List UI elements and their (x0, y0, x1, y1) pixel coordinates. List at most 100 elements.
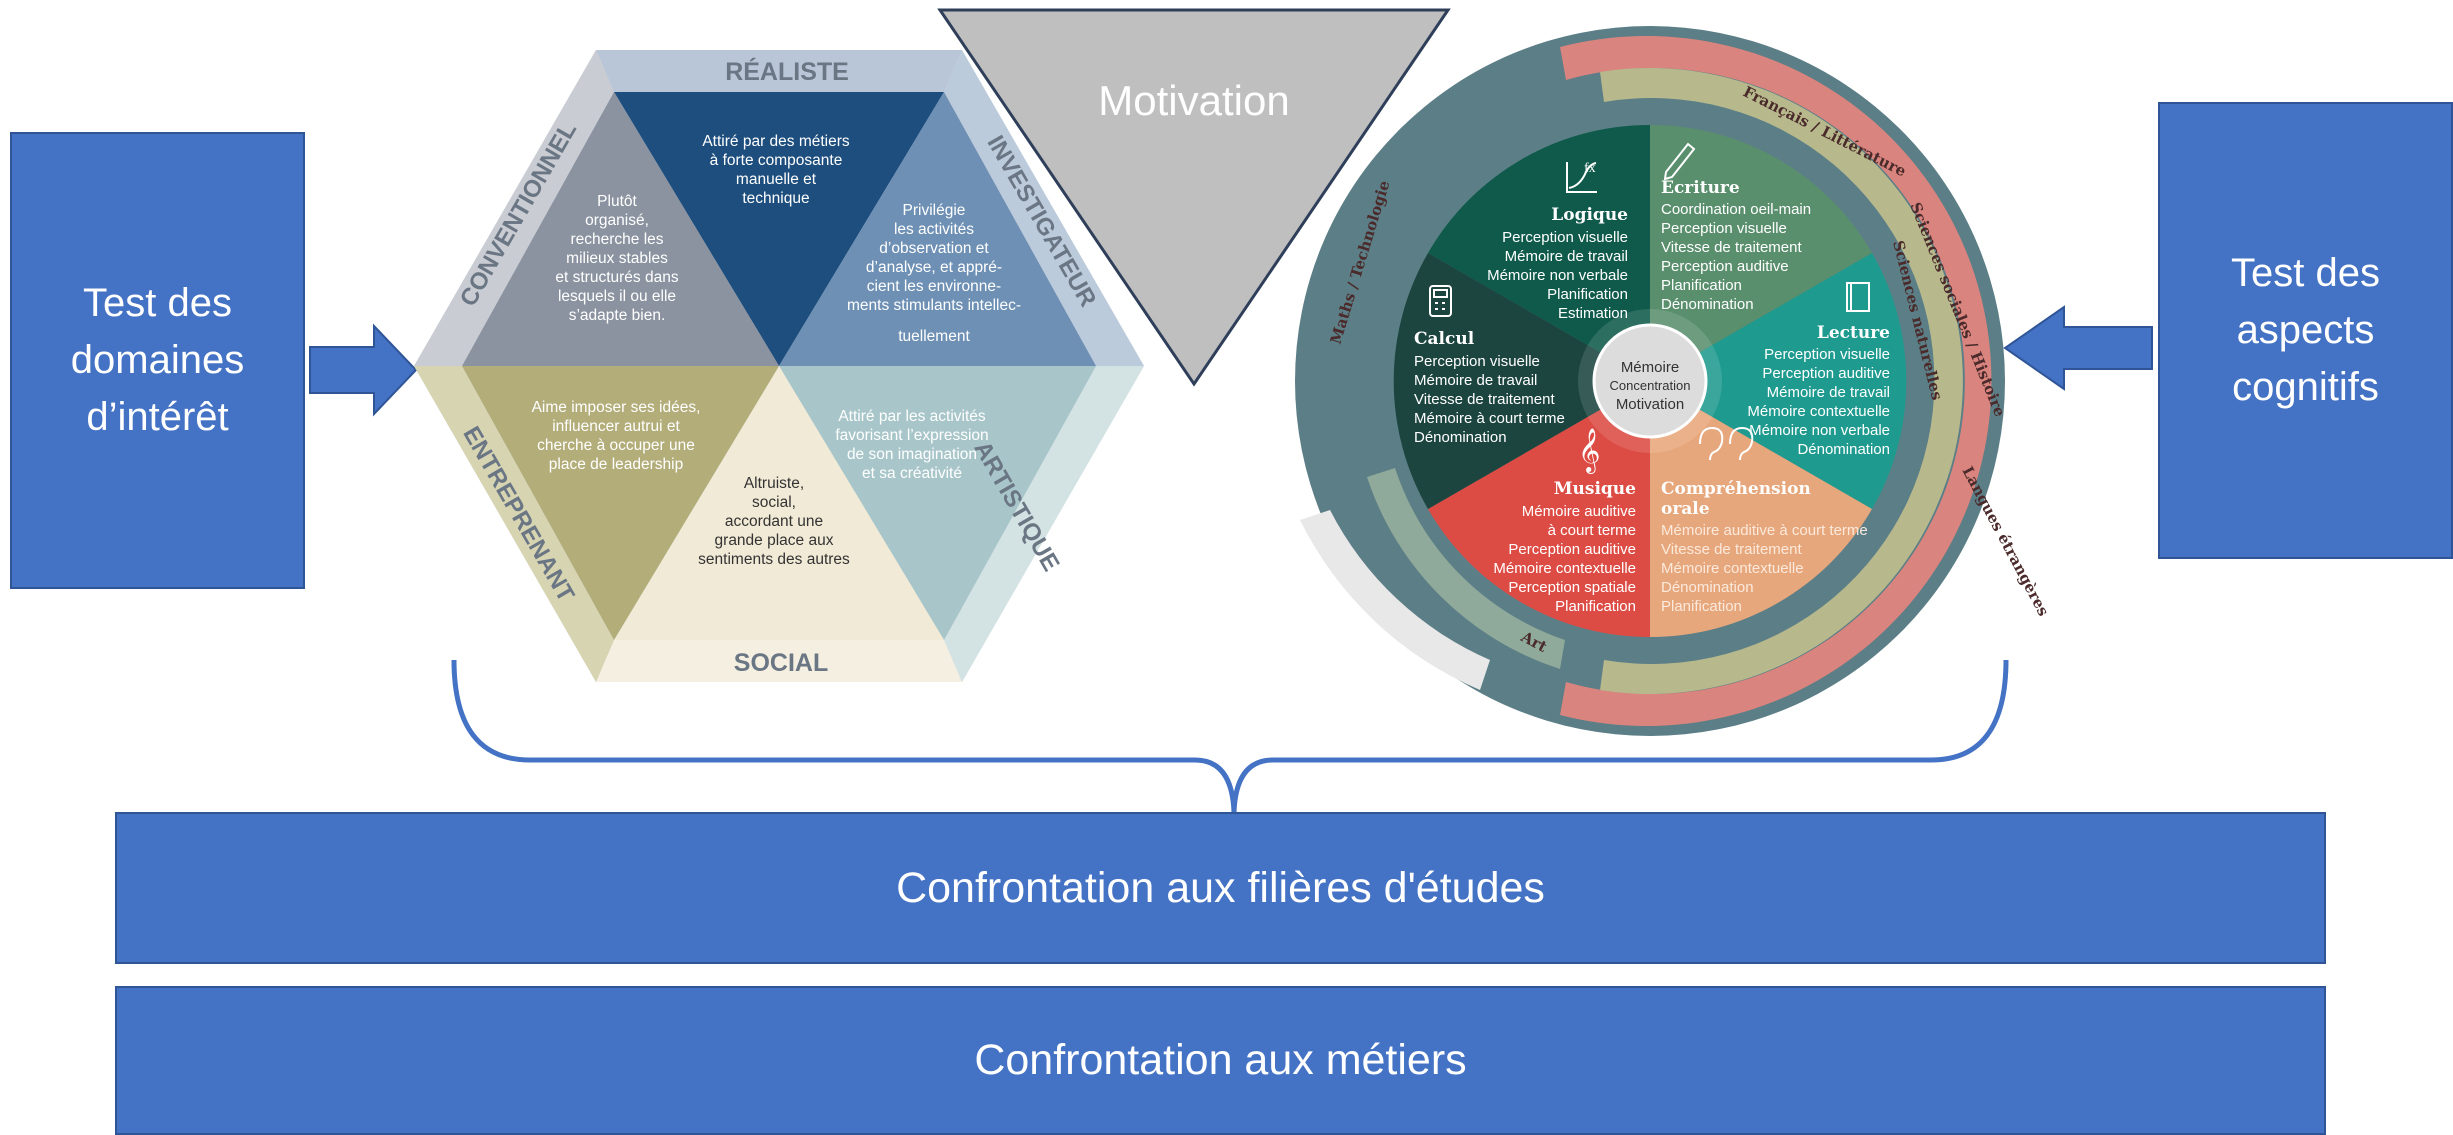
cognitive-wheel: Mémoire Concentration Motivation fx 𝄞 (1295, 26, 2053, 736)
band-artistique (944, 366, 1144, 682)
svg-text:tuellement: tuellement (898, 328, 970, 345)
sector-conventionnel (462, 92, 779, 366)
svg-text:Mémoire de travail: Mémoire de travail (1767, 384, 1890, 401)
svg-text:Dénomination: Dénomination (1661, 296, 1754, 313)
logique-items: Perception visuelle Mémoire de travail M… (1487, 229, 1628, 322)
sector-musique (1428, 381, 1650, 638)
careers-bar: Confrontation aux métiers (115, 986, 2326, 1135)
svg-text:s’adapte bien.: s’adapte bien. (569, 307, 666, 324)
svg-text:social,: social, (752, 494, 796, 511)
svg-text:Planification: Planification (1661, 598, 1742, 615)
ecriture-title: Écriture (1661, 177, 1740, 198)
svg-text:Perception visuelle: Perception visuelle (1414, 353, 1540, 370)
desc-investigateur: Privilégie les activités d’observation e… (847, 202, 1021, 345)
band-investigateur (944, 50, 1144, 366)
desc-artistique: Attiré par les activités favorisant l’ex… (835, 408, 988, 482)
comprehension-title-line2: orale (1661, 499, 1710, 519)
svg-text:Planification: Planification (1661, 277, 1742, 294)
svg-text:à court terme: à court terme (1548, 522, 1636, 539)
fx-graph-icon: fx (1566, 161, 1597, 193)
svg-text:Mémoire de travail: Mémoire de travail (1505, 248, 1628, 265)
wheel-center (1592, 323, 1708, 439)
brace-connector (451, 659, 2009, 813)
svg-text:et structurés dans: et structurés dans (555, 269, 678, 286)
calcul-items: Perception visuelle Mémoire de travail V… (1414, 353, 1565, 446)
sector-artistique (779, 366, 1096, 640)
logique-title: Logique (1551, 205, 1628, 225)
svg-text:Perception spatiale: Perception spatiale (1508, 579, 1636, 596)
svg-text:organisé,: organisé, (585, 212, 649, 229)
ring-band-khaki-left (1367, 468, 1565, 669)
sector-realiste (614, 92, 944, 366)
svg-text:Mémoire non verbale: Mémoire non verbale (1487, 267, 1628, 284)
svg-text:Planification: Planification (1555, 598, 1636, 615)
svg-text:ments stimulants intellec-: ments stimulants intellec- (847, 297, 1021, 314)
sector-investigateur (779, 92, 1096, 366)
treble-clef-icon: 𝄞 (1578, 428, 1600, 474)
svg-text:Mémoire auditive à court terme: Mémoire auditive à court terme (1661, 522, 1868, 539)
svg-text:favorisant l’expression: favorisant l’expression (835, 427, 988, 444)
sector-comprehension (1650, 381, 1872, 638)
svg-text:Vitesse de traitement: Vitesse de traitement (1414, 391, 1555, 408)
svg-text:fx: fx (1584, 161, 1596, 176)
musique-items: Mémoire auditive à court terme Perceptio… (1493, 503, 1636, 615)
svg-text:accordant une: accordant une (725, 513, 823, 530)
svg-text:Mémoire contextuelle: Mémoire contextuelle (1747, 403, 1890, 420)
svg-text:Mémoire de travail: Mémoire de travail (1414, 372, 1537, 389)
svg-text:Mémoire contextuelle: Mémoire contextuelle (1661, 560, 1804, 577)
sector-social (614, 366, 944, 640)
svg-text:𝄞: 𝄞 (1578, 428, 1600, 474)
svg-text:Mémoire non verbale: Mémoire non verbale (1749, 422, 1890, 439)
svg-text:Perception visuelle: Perception visuelle (1764, 346, 1890, 363)
calculator-icon (1429, 285, 1452, 317)
ring-label-langues: Langues étrangères (1958, 463, 2052, 619)
book-icon (1846, 282, 1870, 312)
desc-social: Altruiste, social, accordant une grande … (698, 475, 850, 568)
svg-text:d’observation et: d’observation et (879, 240, 989, 257)
ring-gap-light (1300, 510, 1490, 690)
holland-hexagon: RÉALISTE SOCIAL INVESTIGATEUR ARTISTIQUE… (414, 50, 1144, 682)
svg-text:Estimation: Estimation (1558, 305, 1628, 322)
lecture-items: Perception visuelle Perception auditive … (1747, 346, 1890, 458)
musique-title: Musique (1554, 479, 1636, 499)
svg-text:manuelle et: manuelle et (736, 171, 817, 188)
svg-text:cherche à occuper une: cherche à occuper une (537, 437, 695, 454)
ear-icon (1699, 426, 1754, 461)
svg-text:Perception auditive: Perception auditive (1661, 258, 1789, 275)
desc-conventionnel: Plutôt organisé, recherche les milieux s… (555, 193, 678, 324)
svg-text:Dénomination: Dénomination (1414, 429, 1507, 446)
svg-text:sentiments des autres: sentiments des autres (698, 551, 850, 568)
desc-entreprenant: Aime imposer ses idées, influencer autru… (532, 399, 701, 473)
svg-text:Planification: Planification (1547, 286, 1628, 303)
cognitive-test-box: Test des aspects cognitifs (2158, 102, 2453, 559)
center-concentration: Concentration (1610, 378, 1691, 393)
svg-text:Aime imposer ses idées,: Aime imposer ses idées, (532, 399, 701, 416)
svg-text:Mémoire à court terme: Mémoire à court terme (1414, 410, 1565, 427)
svg-text:Mémoire contextuelle: Mémoire contextuelle (1493, 560, 1636, 577)
interest-test-box: Test des domaines d’intérêt (10, 132, 305, 589)
ecriture-items: Coordination oeil-main Perception visuel… (1661, 201, 1811, 313)
desc-realiste: Attiré par des métiers à forte composant… (702, 133, 850, 207)
pencil-icon (1663, 142, 1696, 181)
sector-logique (1428, 124, 1650, 382)
svg-text:cient les environne-: cient les environne- (867, 278, 1001, 295)
svg-text:Vitesse de traitement: Vitesse de traitement (1661, 541, 1802, 558)
type-label-social: SOCIAL (734, 649, 828, 677)
right-arrow (309, 323, 418, 417)
type-label-realiste: RÉALISTE (725, 57, 849, 86)
comprehension-items: Mémoire auditive à court terme Vitesse d… (1661, 522, 1868, 615)
comprehension-title: Compréhension (1661, 479, 1811, 499)
svg-text:Privilégie: Privilégie (903, 202, 966, 219)
calcul-title: Calcul (1414, 329, 1475, 349)
sector-lecture (1650, 253, 1907, 509)
svg-text:technique: technique (742, 190, 809, 207)
svg-text:et sa créativité: et sa créativité (862, 465, 962, 482)
motivation-label: Motivation (1098, 77, 1289, 124)
svg-text:influencer autrui et: influencer autrui et (552, 418, 680, 435)
svg-text:Coordination oeil-main: Coordination oeil-main (1661, 201, 1811, 218)
band-conventionnel (414, 50, 614, 366)
svg-text:Perception visuelle: Perception visuelle (1661, 220, 1787, 237)
band-entreprenant (414, 366, 614, 682)
left-arrow (2003, 305, 2153, 391)
